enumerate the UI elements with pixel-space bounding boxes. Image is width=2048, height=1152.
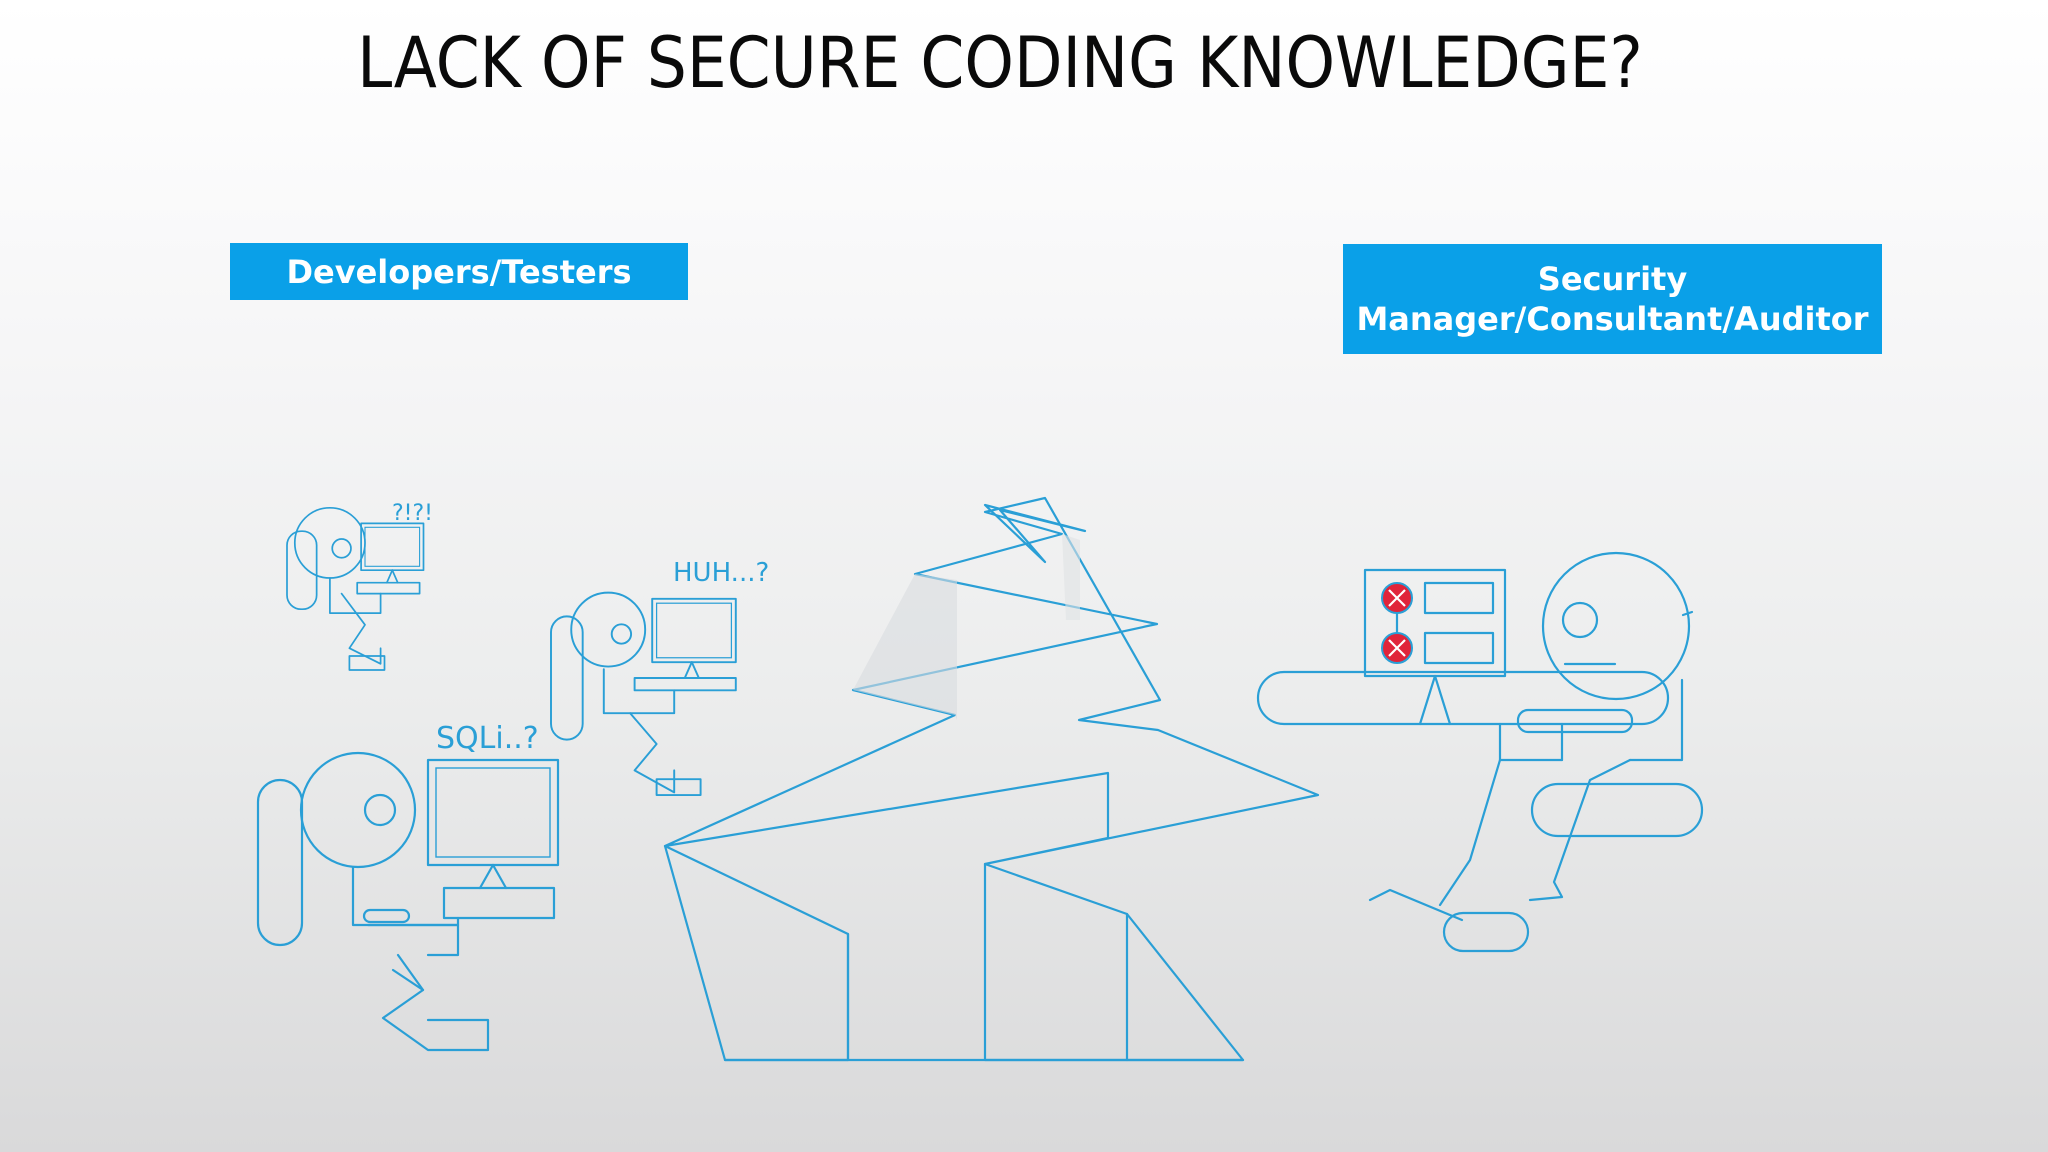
chasm-illustration xyxy=(663,496,1320,1062)
thought-middle: HUH...? xyxy=(673,558,769,588)
security-line-1: Security xyxy=(1537,260,1688,298)
developer-large-figure xyxy=(256,751,560,1052)
developer-middle-figure xyxy=(550,591,737,797)
thought-small: ?!?! xyxy=(392,501,433,526)
slide-title: LACK OF SECURE CODING KNOWLEDGE? xyxy=(357,22,1643,104)
security-line-2: Manager/Consultant/Auditor xyxy=(1356,300,1869,338)
developers-testers-text: Developers/Testers xyxy=(286,252,632,291)
security-roles-label: Security Manager/Consultant/Auditor xyxy=(1343,244,1882,354)
error-icon xyxy=(1381,582,1413,614)
security-person-figure xyxy=(1256,551,1704,953)
thought-large: SQLi..? xyxy=(436,721,539,756)
error-icon xyxy=(1381,632,1413,664)
developers-testers-label: Developers/Testers xyxy=(230,243,688,300)
developer-small-figure xyxy=(286,506,425,671)
